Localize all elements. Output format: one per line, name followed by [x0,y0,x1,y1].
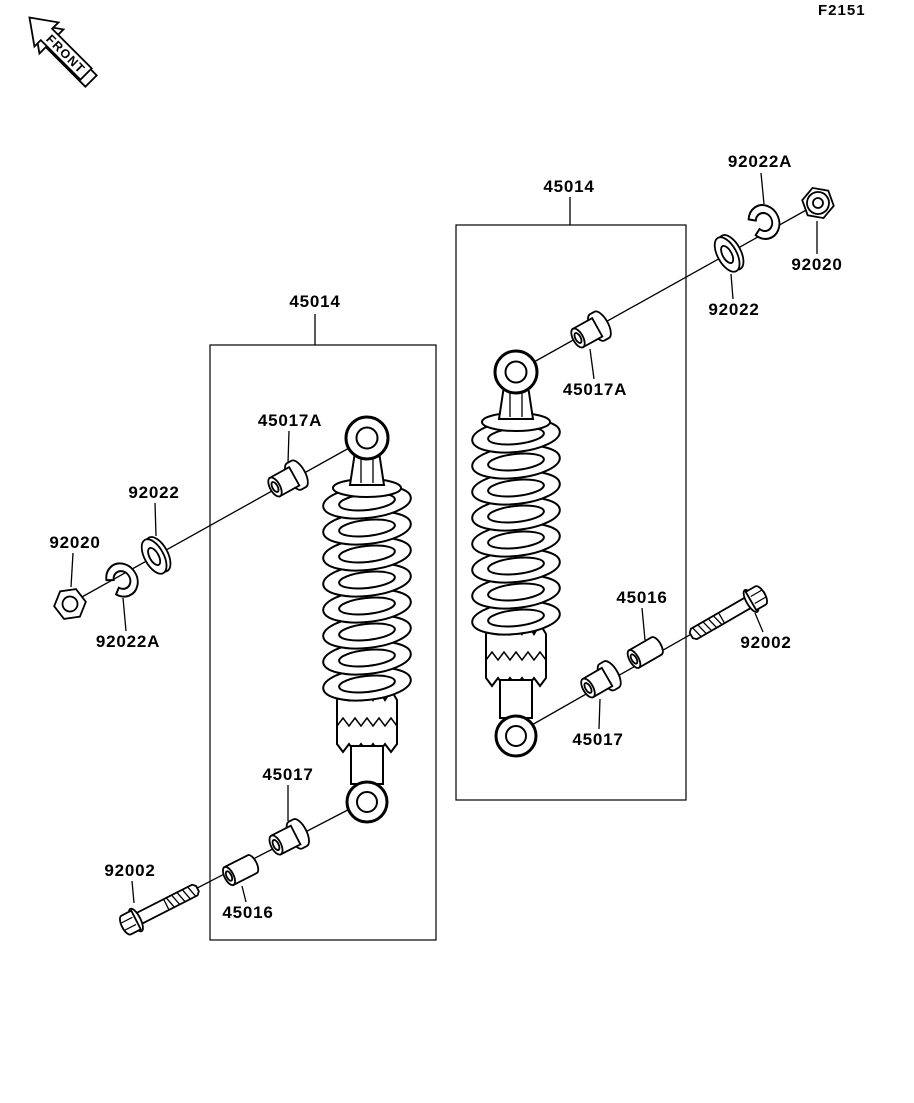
part-label-45017A-right: 45017A [562,380,628,399]
nut-left [51,587,89,621]
part-label-45017-left: 45017 [262,765,314,784]
part-label-92002-left: 92002 [104,861,156,880]
part-label-92022-left: 92022 [128,483,180,502]
part-label-92022A-right: 92022A [727,152,793,171]
shock-absorber-right [469,349,563,758]
assembly-box-left [209,344,437,941]
leader-lines [70,172,818,904]
part-label-45017-right: 45017 [572,730,624,749]
circlip-left [100,556,146,603]
collar-left [219,852,262,888]
assembly-box-right [455,224,687,801]
part-label-92002-right: 92002 [740,633,792,652]
collar-right [624,634,667,671]
circlip-right [744,199,786,245]
part-label-45014-right: 45014 [543,177,595,196]
nut-right [798,185,838,221]
washer-left [135,532,177,579]
part-label-92022A-left: 92022A [95,632,161,651]
washer-right [708,230,750,277]
bushing-lower-left [263,815,314,862]
part-label-45017A-left: 45017A [257,411,323,430]
front-arrow-icon: FRONT [28,16,98,88]
part-label-45014-left: 45014 [289,292,341,311]
bushing-upper-left [262,456,313,504]
part-label-92020-left: 92020 [49,533,101,552]
part-label-92020-right: 92020 [791,255,843,274]
bushing-lower-right [575,657,626,705]
part-label-45016-right: 45016 [616,588,668,607]
shock-absorber-left [320,415,414,824]
part-label-45016-left: 45016 [222,903,274,922]
figure-code-label: F2151 [818,2,866,19]
bolt-left [115,876,205,940]
bushing-upper-right [565,307,616,355]
front-label: FRONT [43,32,88,77]
part-label-92022-right: 92022 [708,300,760,319]
